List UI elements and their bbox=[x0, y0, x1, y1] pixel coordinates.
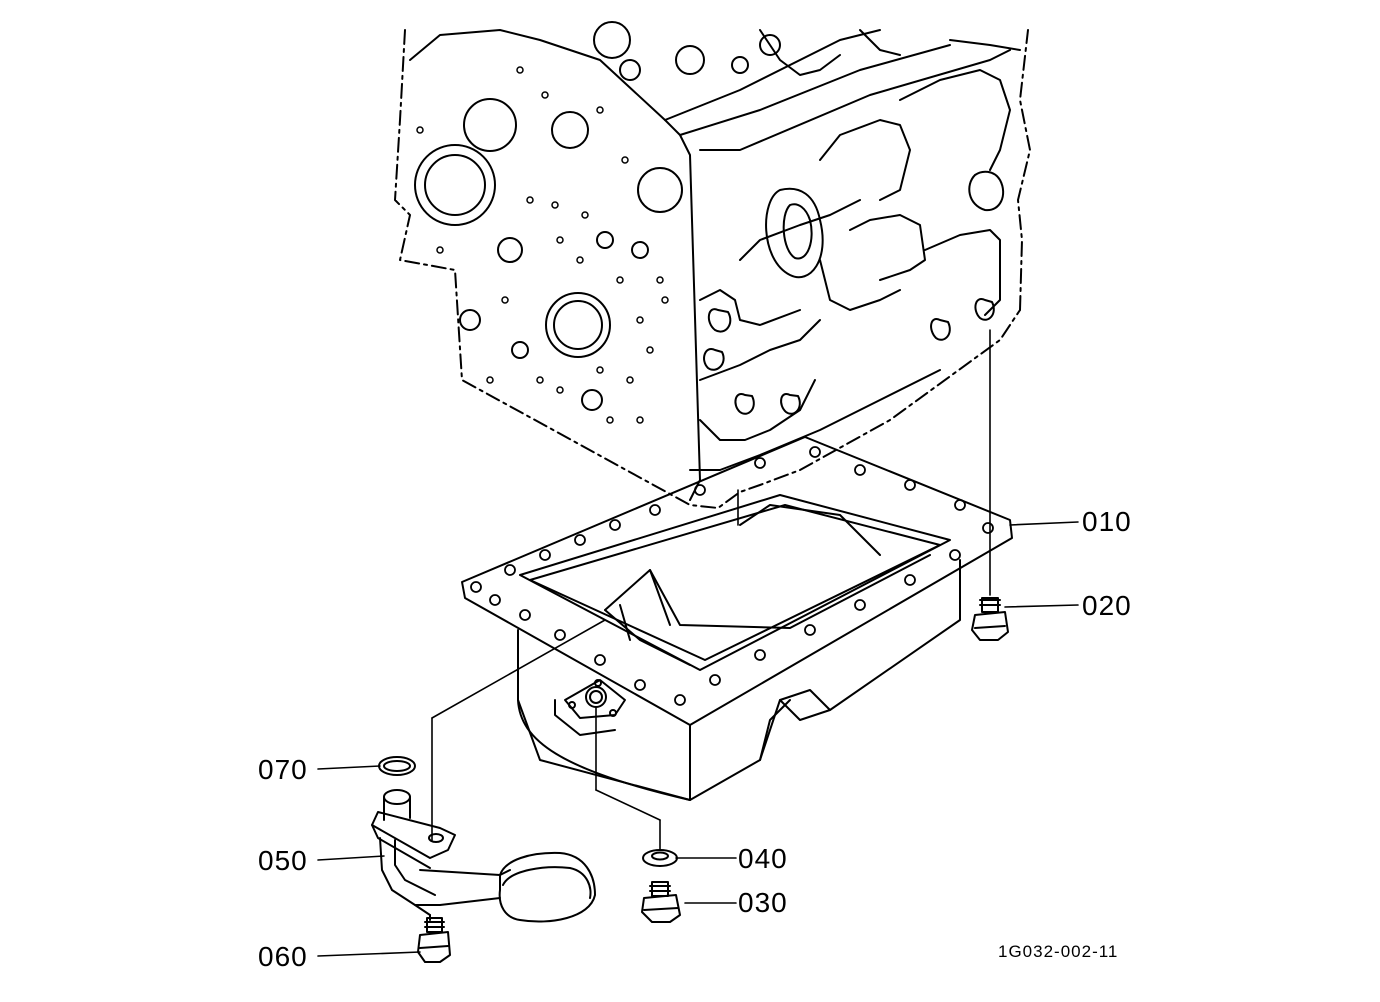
engine-block-outline bbox=[394, 29, 1031, 509]
flange-bolt-holes bbox=[470, 446, 994, 706]
drain-plug-030 bbox=[641, 881, 681, 923]
callout-020: 020 bbox=[1082, 590, 1132, 621]
leader-lines bbox=[317, 329, 1079, 957]
oil-pan-flange bbox=[461, 436, 1013, 726]
callout-070: 070 bbox=[258, 754, 308, 785]
drain-boss bbox=[554, 679, 626, 736]
drawing-number: 1G032-002-11 bbox=[998, 942, 1119, 961]
bolt-020 bbox=[971, 597, 1009, 641]
callout-030: 030 bbox=[738, 887, 788, 918]
washer-040 bbox=[642, 849, 678, 867]
oil-pan-body bbox=[517, 504, 961, 801]
callout-040: 040 bbox=[738, 843, 788, 874]
callout-060: 060 bbox=[258, 941, 308, 972]
engine-block-body bbox=[409, 21, 1021, 501]
callout-050: 050 bbox=[258, 845, 308, 876]
o-ring-070 bbox=[378, 756, 416, 776]
union-060 bbox=[417, 917, 451, 963]
callout-010: 010 bbox=[1082, 506, 1132, 537]
oil-strainer-050 bbox=[371, 789, 596, 923]
